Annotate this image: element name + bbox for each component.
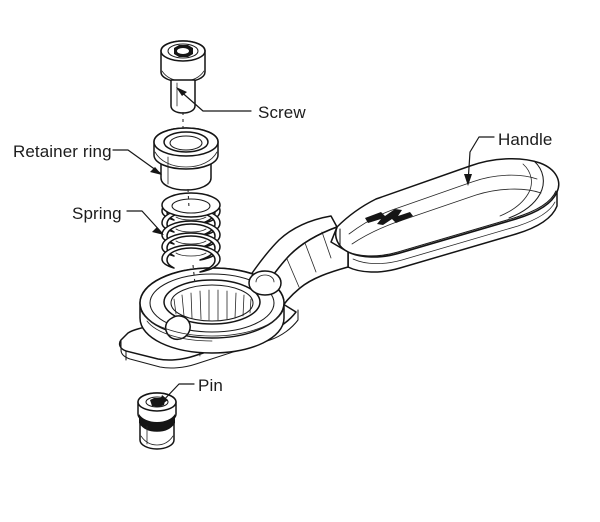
part-spring xyxy=(161,192,221,273)
handle-hub-base-lower-edge xyxy=(120,309,299,369)
leader-lines xyxy=(112,87,495,407)
handle-neck-facet-2 xyxy=(304,242,317,273)
leader-screw-arrowhead xyxy=(176,87,187,96)
leader-handle xyxy=(467,136,495,184)
handle-neck-facet-1 xyxy=(286,258,300,288)
leader-spring-arrowhead xyxy=(152,227,164,235)
pin-top-bore xyxy=(145,396,169,408)
handle-grip-side xyxy=(347,191,558,273)
leader-retainer-ring xyxy=(112,149,161,174)
pin-knurl-band xyxy=(139,414,175,431)
part-handle xyxy=(118,157,560,369)
leader-handle-arrowhead xyxy=(464,174,472,186)
retainer-ring-flange-seam xyxy=(154,151,218,168)
part-retainer-ring xyxy=(153,127,219,191)
handle-hub-lug-inner xyxy=(255,274,275,283)
handle-hub-detent xyxy=(164,315,191,341)
spring-interior-shading xyxy=(175,216,207,257)
handle-grip-contour-3 xyxy=(352,201,556,265)
pin-lower-body xyxy=(139,422,175,450)
part-screw xyxy=(160,40,206,114)
screw-socket-outer xyxy=(167,43,199,59)
screw-socket-highlight xyxy=(177,48,189,54)
screw-shank xyxy=(170,79,196,114)
handle-neck-side xyxy=(261,226,349,315)
handle-hub-rim xyxy=(149,273,275,333)
handle-hub-spline-teeth xyxy=(173,289,252,321)
axis-retainer-to-spring xyxy=(187,188,190,209)
pin-lower-seam xyxy=(140,435,174,446)
handle-end-cap-seam xyxy=(508,160,544,219)
handle-hub-bore xyxy=(163,279,261,325)
label-screw: Screw xyxy=(258,103,306,122)
handle-hub-seam-2 xyxy=(146,320,213,342)
handle-logo-mark xyxy=(365,209,413,225)
handle-end-cap-seam-2 xyxy=(499,163,532,217)
handle-grip-contour-1 xyxy=(348,174,538,235)
assembly-axis-lines xyxy=(182,112,196,285)
leader-pin xyxy=(159,383,195,405)
part-labels: Screw Retainer ring Spring Handle Pin xyxy=(13,103,552,395)
label-spring: Spring xyxy=(72,204,122,223)
retainer-ring-bore-inner xyxy=(169,135,203,151)
label-handle: Handle xyxy=(498,130,552,149)
handle-grip-contour-2 xyxy=(351,188,542,245)
leader-spring xyxy=(126,210,163,234)
spring-top-bore xyxy=(171,198,211,214)
part-pin xyxy=(137,392,177,450)
handle-hub-seam-1 xyxy=(140,310,284,337)
handle-hub-bore-inner xyxy=(170,284,254,322)
leader-retainer-ring-arrowhead xyxy=(150,167,162,175)
handle-hub-lug xyxy=(248,270,282,296)
label-pin: Pin xyxy=(198,376,223,395)
retainer-ring-bore-outer xyxy=(163,131,209,153)
leader-pin-arrowhead xyxy=(158,395,168,407)
axis-spring-to-hub xyxy=(192,264,196,285)
leader-screw xyxy=(177,88,252,112)
label-retainer-ring: Retainer ring xyxy=(13,142,112,161)
handle-grip-bottom-edge xyxy=(343,190,557,257)
handle-neck-facet-3 xyxy=(321,231,332,259)
